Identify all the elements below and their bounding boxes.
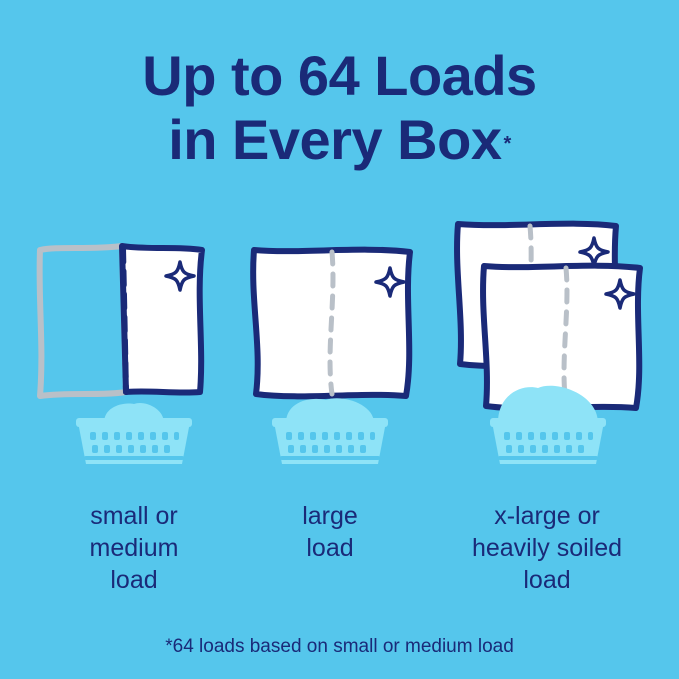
caption-line: load [306,534,354,562]
caption-xlarge-load: x-large or heavily soiled load [436,500,658,596]
headline: Up to 64 Loads in Every Box* [0,44,679,172]
headline-line-2-text: in Every Box [168,108,502,171]
laundry-basket-icon [272,398,388,464]
headline-asterisk: * [503,133,511,155]
large-load-illustration [250,246,413,464]
small-load-illustration [36,243,205,464]
headline-line-2: in Every Box* [0,108,679,172]
headline-line-1: Up to 64 Loads [142,44,537,107]
caption-large-load: large load [230,500,430,564]
footnote: *64 loads based on small or medium load [165,636,514,657]
caption-line: large [302,502,358,530]
laundry-basket-icon [76,402,192,464]
caption-line: load [523,566,571,594]
caption-line: x-large or [494,502,600,530]
caption-line: medium [89,534,179,562]
xlarge-load-illustration [454,220,643,464]
caption-line: heavily soiled [471,534,623,562]
caption-line: load [110,566,158,594]
caption-small-load: small or medium load [34,500,234,596]
laundry-basket-icon [490,385,606,464]
caption-line: small or [90,502,178,530]
